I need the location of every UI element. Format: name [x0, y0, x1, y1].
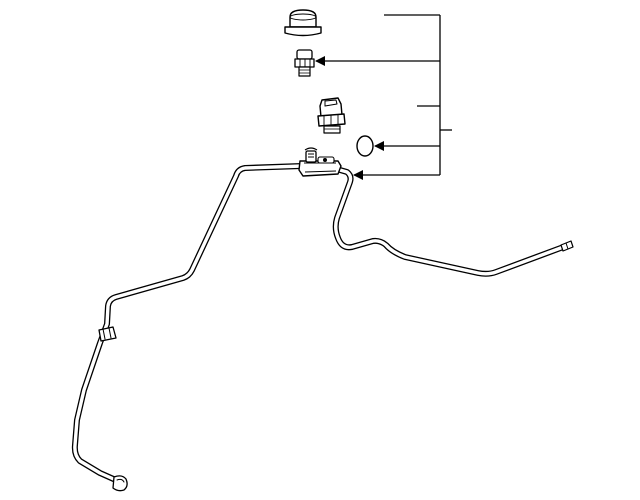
dust-cap — [284, 9, 322, 37]
tube-clamp — [98, 326, 117, 342]
callout-bracket — [315, 14, 452, 180]
pressure-switch-small — [294, 49, 315, 77]
left-tube-inner — [73, 164, 304, 483]
left-tube-outer — [71, 163, 305, 484]
hose-block-fitting — [298, 147, 342, 177]
o-ring — [356, 135, 374, 157]
left-end-fitting — [112, 475, 128, 492]
right-end-fitting — [560, 240, 574, 252]
pressure-switch-with-connector — [317, 97, 346, 134]
right-tube-inner — [334, 168, 568, 276]
refrigerant-line-assembly — [71, 163, 574, 492]
